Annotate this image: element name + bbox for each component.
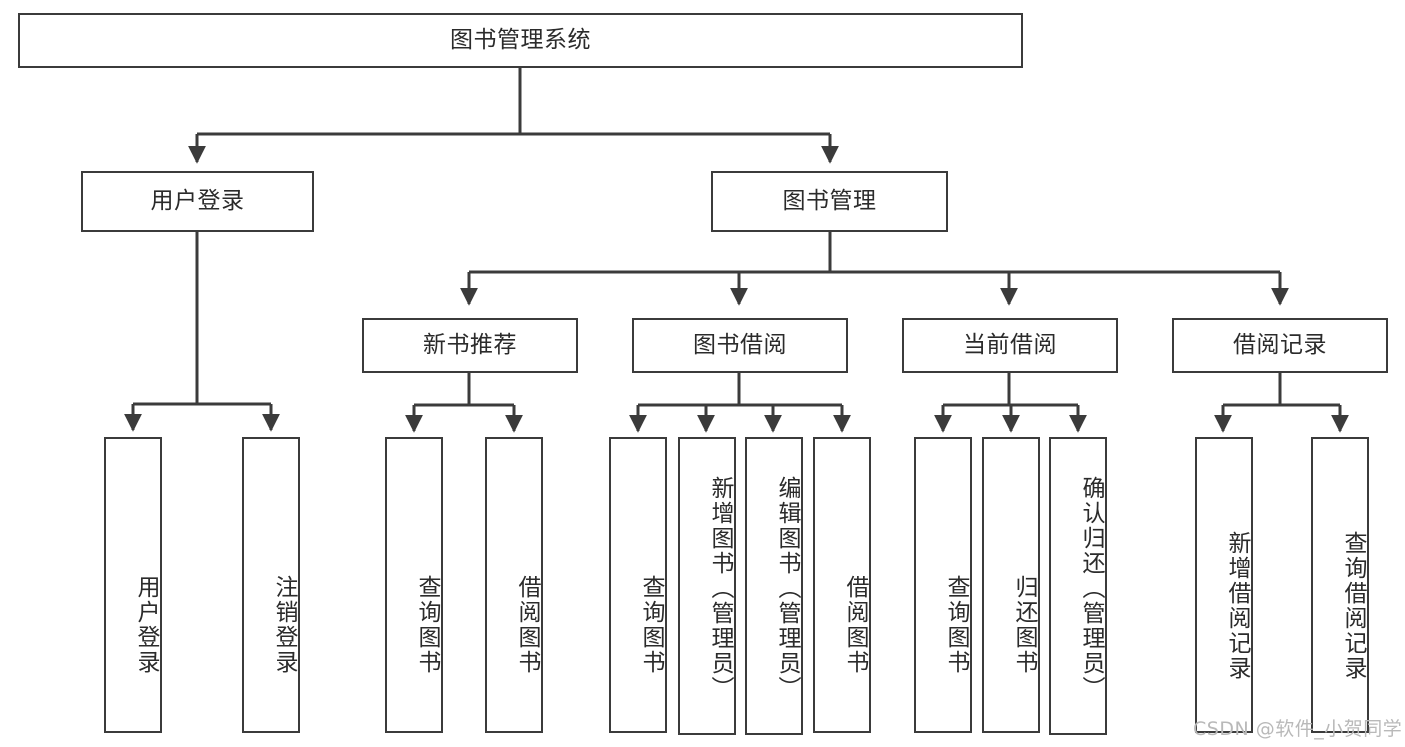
node-label: 借阅图书 bbox=[514, 575, 540, 675]
node-label: 图书管理 bbox=[782, 187, 877, 214]
node-book-borrow[interactable]: 图书借阅 bbox=[632, 318, 848, 373]
csdn-watermark: CSDN @软件_小贺同学 bbox=[1193, 718, 1403, 740]
node-label: 查询图书 bbox=[943, 575, 969, 675]
node-label: 归还图书 bbox=[1011, 575, 1037, 675]
node-label: 编辑图书（管理员） bbox=[774, 475, 800, 701]
node-book-management[interactable]: 图书管理 bbox=[711, 171, 948, 232]
leaf-add-borrow-record[interactable]: 新增借阅记录 bbox=[1195, 437, 1253, 733]
leaf-query-book-current[interactable]: 查询图书 bbox=[914, 437, 972, 733]
node-label: 确认归还（管理员） bbox=[1078, 475, 1104, 701]
leaf-query-borrow-record[interactable]: 查询借阅记录 bbox=[1311, 437, 1369, 733]
leaf-borrow-book-recommend[interactable]: 借阅图书 bbox=[485, 437, 543, 733]
leaf-query-book-recommend[interactable]: 查询图书 bbox=[385, 437, 443, 733]
leaf-query-book-borrow[interactable]: 查询图书 bbox=[609, 437, 667, 733]
node-label: 借阅记录 bbox=[1233, 331, 1327, 358]
leaf-add-book-admin[interactable]: 新增图书（管理员） bbox=[678, 437, 736, 735]
node-current-borrow[interactable]: 当前借阅 bbox=[902, 318, 1118, 373]
node-label: 查询借阅记录 bbox=[1340, 531, 1366, 681]
leaf-logout-login[interactable]: 注销登录 bbox=[242, 437, 300, 733]
leaf-user-login[interactable]: 用户登录 bbox=[104, 437, 162, 733]
leaf-edit-book-admin[interactable]: 编辑图书（管理员） bbox=[745, 437, 803, 735]
node-new-book-recommend[interactable]: 新书推荐 bbox=[362, 318, 578, 373]
node-label: 新增借阅记录 bbox=[1224, 531, 1250, 681]
node-borrow-record[interactable]: 借阅记录 bbox=[1172, 318, 1388, 373]
leaf-borrow-book[interactable]: 借阅图书 bbox=[813, 437, 871, 733]
node-label: 用户登录 bbox=[133, 575, 159, 675]
node-label: 图书管理系统 bbox=[450, 26, 591, 53]
node-label: 查询图书 bbox=[414, 575, 440, 675]
node-label: 用户登录 bbox=[150, 187, 245, 214]
leaf-return-book[interactable]: 归还图书 bbox=[982, 437, 1040, 733]
node-label: 借阅图书 bbox=[842, 575, 868, 675]
node-label: 图书借阅 bbox=[693, 331, 787, 358]
node-label: 查询图书 bbox=[638, 575, 664, 675]
node-root-system[interactable]: 图书管理系统 bbox=[18, 13, 1023, 68]
node-label: 当前借阅 bbox=[963, 331, 1057, 358]
node-label: 新增图书（管理员） bbox=[707, 475, 733, 701]
leaf-confirm-return-admin[interactable]: 确认归还（管理员） bbox=[1049, 437, 1107, 735]
node-label: 注销登录 bbox=[271, 575, 297, 675]
node-user-login[interactable]: 用户登录 bbox=[81, 171, 314, 232]
node-label: 新书推荐 bbox=[423, 331, 517, 358]
